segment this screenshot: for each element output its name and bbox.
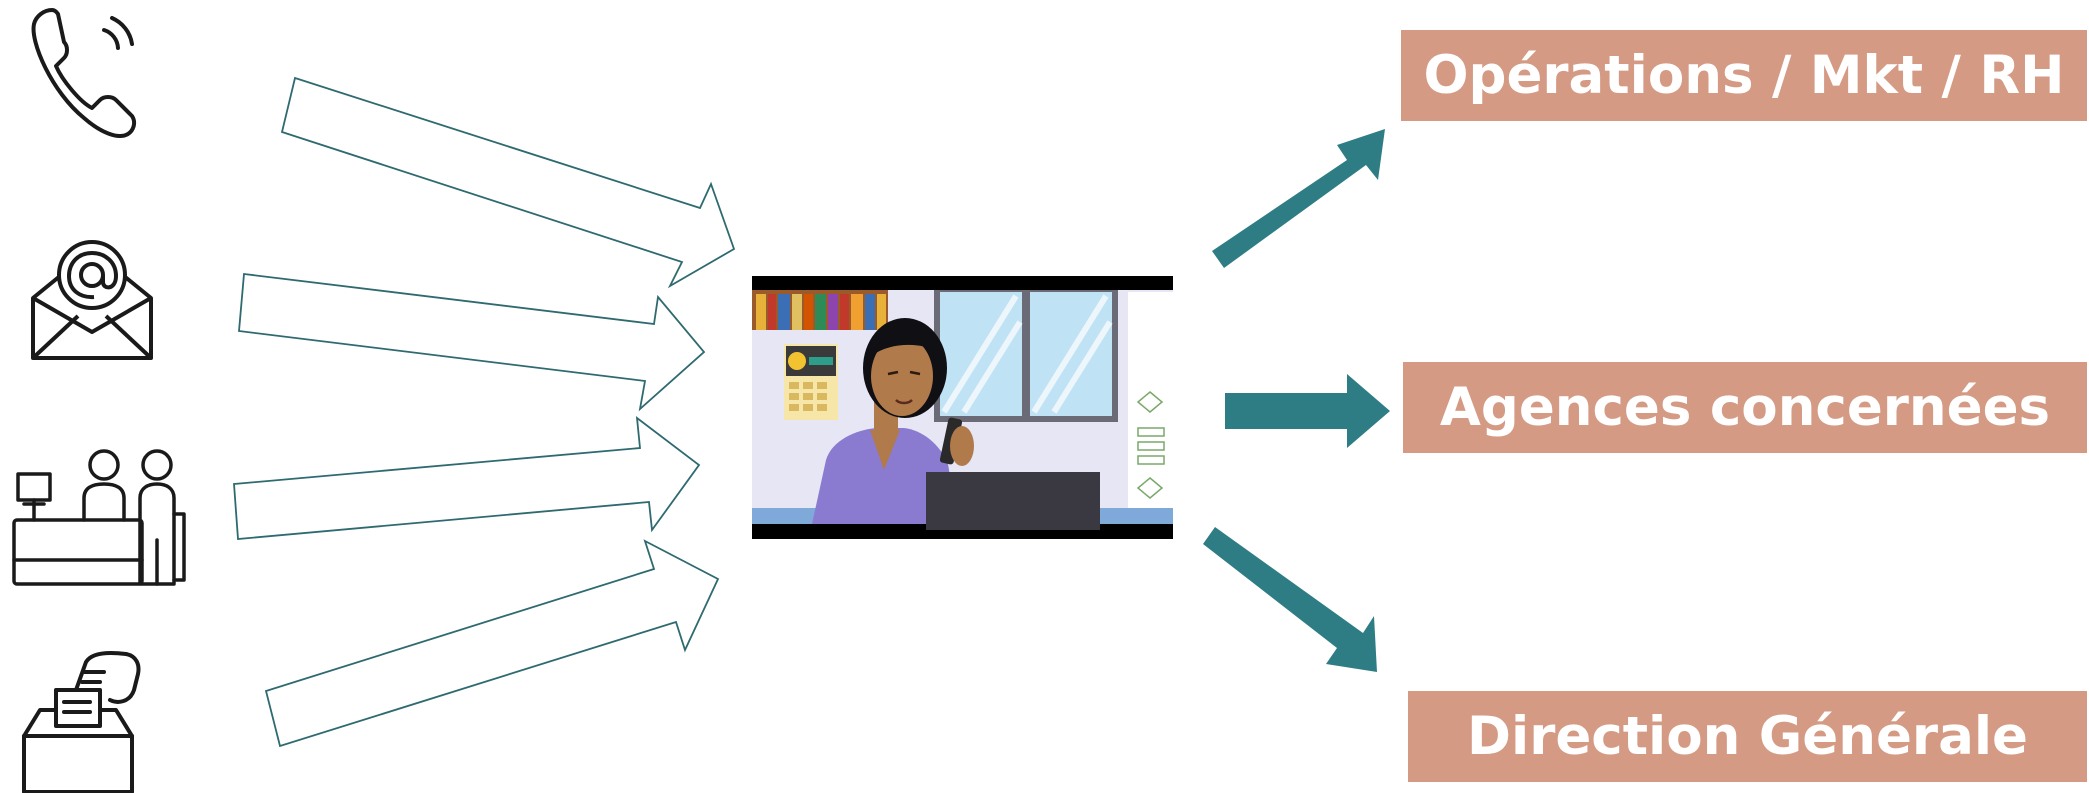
destination-direction-generale: Direction Générale bbox=[1408, 691, 2087, 782]
ballot-box-icon bbox=[22, 651, 141, 793]
email-icon bbox=[31, 240, 153, 360]
destination-operations-label: Opérations / Mkt / RH bbox=[1423, 45, 2065, 106]
woman-on-phone-illustration bbox=[752, 276, 1173, 539]
destination-agences: Agences concernées bbox=[1403, 362, 2087, 453]
destination-agences-label: Agences concernées bbox=[1439, 377, 2051, 438]
destination-operations: Opérations / Mkt / RH bbox=[1401, 30, 2087, 121]
phone-icon bbox=[31, 8, 137, 138]
output-arrow-agences bbox=[1225, 374, 1390, 448]
input-arrow-reception bbox=[233, 416, 701, 540]
output-arrow-direction bbox=[1203, 527, 1377, 672]
destination-direction-generale-label: Direction Générale bbox=[1467, 706, 2028, 767]
reception-desk-icon bbox=[12, 449, 186, 586]
output-arrow-operations bbox=[1212, 129, 1385, 268]
input-arrow-phone bbox=[280, 76, 736, 289]
input-arrow-email bbox=[238, 272, 706, 412]
input-arrow-ballot bbox=[264, 539, 720, 748]
